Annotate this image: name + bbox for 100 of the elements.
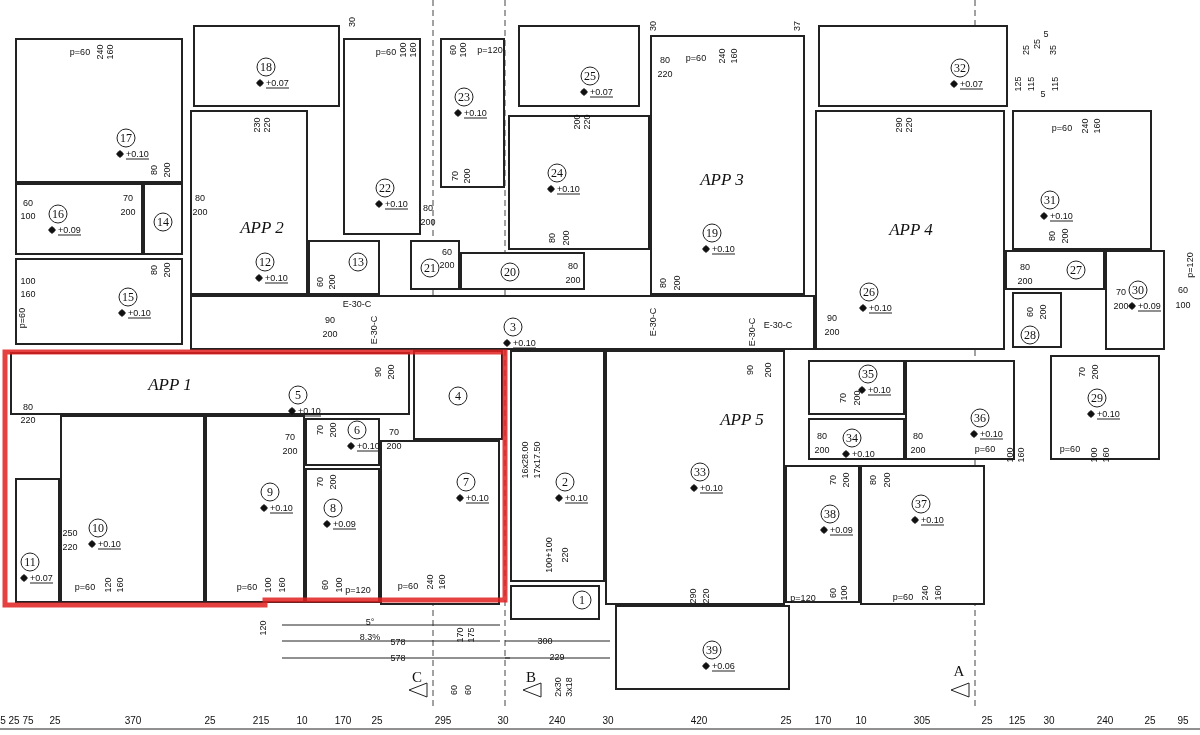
door-size-label: 70 <box>285 432 295 442</box>
room-number: 14 <box>153 212 173 232</box>
dimension-label: 115 <box>1026 76 1036 92</box>
room-outline <box>518 25 640 107</box>
level-label: +0.10 <box>921 514 944 526</box>
room-outline <box>15 38 183 183</box>
room-outline <box>1105 250 1165 350</box>
room-number: 36 <box>970 408 990 428</box>
room-outline <box>143 183 183 255</box>
door-size-label: 80 <box>149 165 159 175</box>
dimension-label: 5 <box>0 716 6 726</box>
dimension-label: 300 <box>537 636 553 646</box>
room-outline <box>440 38 505 188</box>
window-size-label: 100 <box>1089 447 1099 463</box>
window-size-label: 160 <box>729 48 739 64</box>
door-size-label: 80 <box>195 193 205 203</box>
section-letter: C <box>412 669 422 685</box>
dimension-label: 10 <box>855 716 867 726</box>
door-size-label: 80 <box>658 278 668 288</box>
level-label: +0.10 <box>466 492 489 504</box>
door-size-label: 200 <box>162 162 172 178</box>
window-size-label: 220 <box>904 117 914 133</box>
dimension-label: 75 <box>22 716 34 726</box>
room-outline <box>190 110 308 295</box>
window-size-label: p=60 <box>1051 123 1073 133</box>
dimension-label: 60 <box>449 685 459 695</box>
room-outline <box>1012 110 1152 250</box>
level-label: +0.06 <box>712 660 735 672</box>
dimension-label: 125 <box>1013 76 1023 92</box>
room-number: 26 <box>859 282 879 302</box>
room-number: 32 <box>950 58 970 78</box>
door-size-label: 70 <box>828 475 838 485</box>
window-size-label: p=120 <box>477 45 503 55</box>
door-size-label: 200 <box>824 327 840 337</box>
level-label: +0.10 <box>980 428 1003 440</box>
dimension-label: 215 <box>252 716 270 726</box>
dimension-label: 125 <box>1008 716 1026 726</box>
level-label: +0.07 <box>30 572 53 584</box>
room-outline <box>818 25 1008 107</box>
room-number: 24 <box>547 163 567 183</box>
dimension-label: 25 <box>49 716 61 726</box>
level-label: +0.09 <box>333 518 356 530</box>
stair-label: 2x30 <box>553 677 563 697</box>
window-size-label: p=60 <box>17 307 27 329</box>
window-size-label: 220 <box>582 114 592 130</box>
room-outline <box>785 465 860 603</box>
level-label: +0.10 <box>385 198 408 210</box>
room-number: 10 <box>88 518 108 538</box>
door-size-label: 200 <box>322 329 338 339</box>
window-size-label: 290 <box>894 117 904 133</box>
door-size-label: 70 <box>389 427 399 437</box>
room-outline <box>1050 355 1160 460</box>
door-size-label: 70 <box>838 393 848 403</box>
level-label: +0.10 <box>868 384 891 396</box>
door-size-label: 250 <box>62 528 78 538</box>
dimension-label: 5 <box>1040 89 1046 99</box>
dimension-label: 120 <box>258 620 268 636</box>
room-outline <box>308 240 380 295</box>
window-size-label: 60 <box>828 588 838 598</box>
door-size-label: 220 <box>20 415 36 425</box>
window-size-label: p=60 <box>397 581 419 591</box>
room-number: 7 <box>456 472 476 492</box>
window-size-label: p=120 <box>1185 252 1195 278</box>
window-size-label: p=60 <box>69 47 91 57</box>
dimension-label: 229 <box>549 652 565 662</box>
door-size-label: 90 <box>373 367 383 377</box>
room-number: 39 <box>702 640 722 660</box>
window-size-label: 240 <box>1080 118 1090 134</box>
room-number: 34 <box>842 428 862 448</box>
level-label: +0.10 <box>265 272 288 284</box>
room-outline <box>410 240 460 290</box>
dimension-label: 220 <box>560 547 570 563</box>
room-number: 15 <box>118 287 138 307</box>
room-number: 35 <box>858 364 878 384</box>
door-size-label: 70 <box>315 425 325 435</box>
room-number: 5 <box>288 385 308 405</box>
door-size-label: 80 <box>547 233 557 243</box>
room-number: 31 <box>1040 190 1060 210</box>
door-size-label: 70 <box>123 193 133 203</box>
door-size-label: 200 <box>1038 304 1048 320</box>
door-size-label: 200 <box>1113 301 1129 311</box>
level-label: +0.10 <box>565 492 588 504</box>
window-size-label: 220 <box>262 117 272 133</box>
window-size-label: 160 <box>115 577 125 593</box>
window-size-label: 160 <box>20 289 36 299</box>
door-size-label: 200 <box>910 445 926 455</box>
level-label: +0.10 <box>98 538 121 550</box>
dimension-label: 5 <box>1043 29 1049 39</box>
window-size-label: 240 <box>920 585 930 601</box>
window-size-label: 120 <box>103 577 113 593</box>
stair-label: 17x17.50 <box>532 441 542 479</box>
door-size-label: 200 <box>439 260 455 270</box>
level-label: +0.10 <box>270 502 293 514</box>
dimension-label: 170 <box>814 716 832 726</box>
room-outline <box>15 258 183 345</box>
level-label: +0.10 <box>869 302 892 314</box>
dimension-label: 578 <box>390 653 406 663</box>
window-size-label: 160 <box>408 42 418 58</box>
level-label: +0.10 <box>852 448 875 460</box>
room-number: 13 <box>348 252 368 272</box>
